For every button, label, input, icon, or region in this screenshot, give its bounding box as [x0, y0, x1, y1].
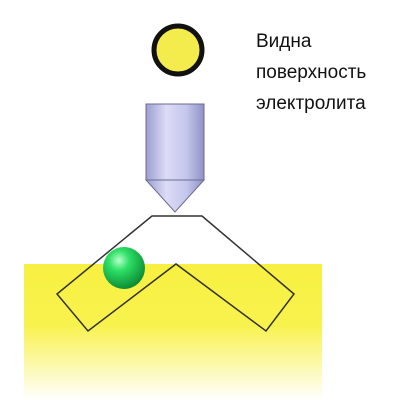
nozzle-icon — [144, 103, 206, 213]
green-sphere-icon — [103, 247, 145, 289]
status-circle-icon — [151, 23, 205, 77]
caption-line-3: электролита — [256, 93, 366, 114]
caption-line-1: Видна — [256, 31, 312, 52]
caption-line-2: поверхность — [256, 62, 367, 83]
electrolyte-layer — [24, 264, 322, 400]
caption-text: Видна поверхность электролита — [256, 26, 366, 119]
cell-outline — [55, 215, 296, 333]
